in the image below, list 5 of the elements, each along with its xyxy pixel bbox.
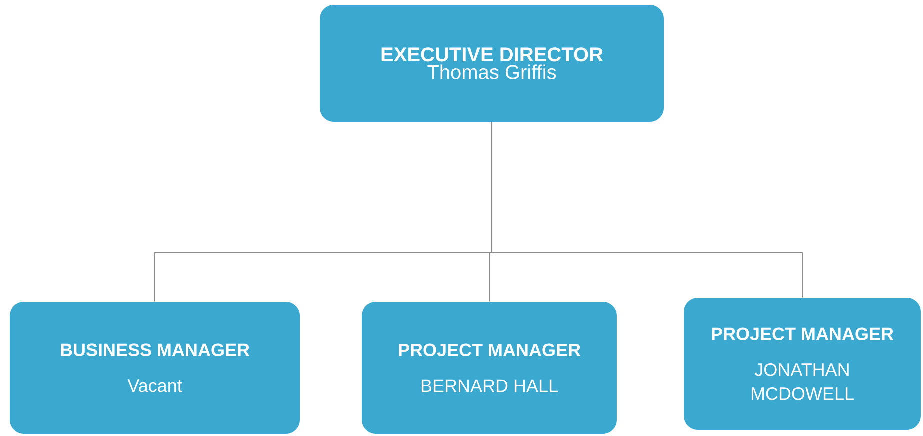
org-box: BUSINESS MANAGER Vacant (10, 302, 300, 434)
org-box: EXECUTIVE DIRECTOR Thomas Griffis (320, 5, 664, 122)
org-box: PROJECT MANAGER BERNARD HALL (362, 302, 617, 434)
org-box: PROJECT MANAGER JONATHAN MCDOWELL (684, 298, 921, 430)
connector-line (492, 122, 803, 298)
